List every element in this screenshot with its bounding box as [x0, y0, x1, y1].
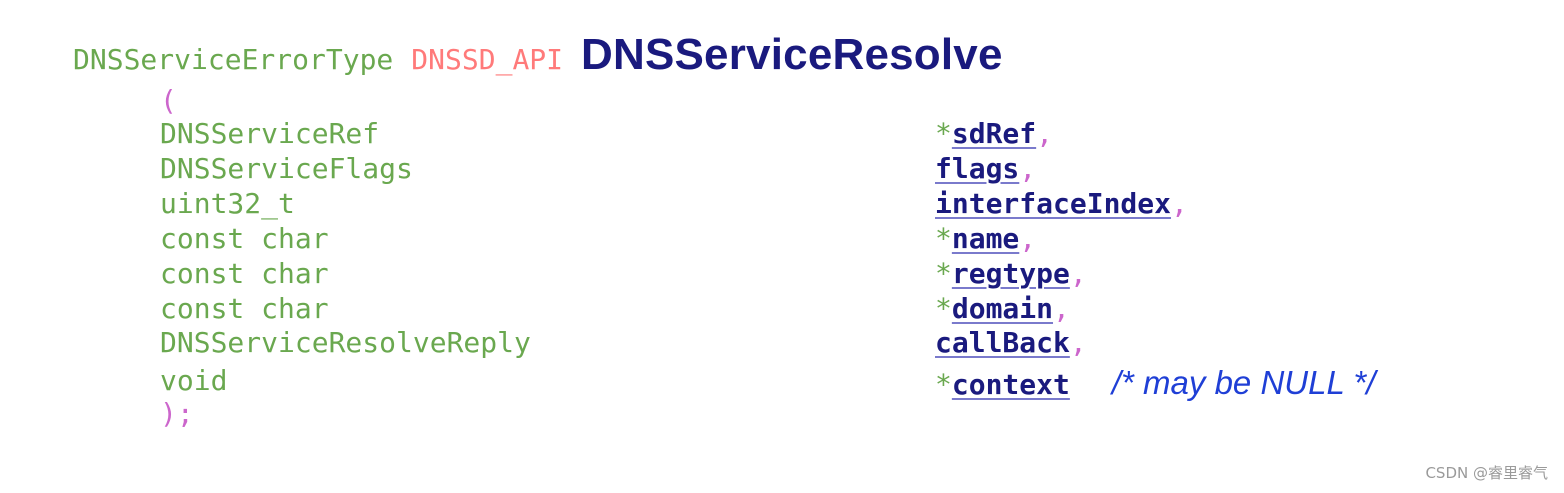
param-row: DNSServiceRef *sdRef, — [0, 117, 1564, 151]
param-separator: , — [1171, 187, 1188, 220]
param-separator: , — [1069, 257, 1087, 290]
param-name-link[interactable]: callBack — [935, 326, 1070, 359]
pointer-star: * — [935, 222, 952, 255]
param-separator: , — [1019, 152, 1037, 185]
pointer-star: * — [935, 368, 952, 401]
return-type: DNSServiceErrorType — [73, 43, 394, 76]
pointer-star: * — [935, 117, 952, 150]
param-name-link[interactable]: domain — [951, 292, 1054, 325]
param-type: DNSServiceFlags — [160, 152, 413, 185]
param-row: const char *name, — [0, 222, 1564, 256]
param-decl: *regtype, — [935, 257, 1087, 290]
param-type: DNSServiceResolveReply — [160, 326, 531, 359]
param-separator: , — [1036, 117, 1054, 150]
close-paren: ); — [160, 397, 194, 430]
param-name-link[interactable]: interfaceIndex — [935, 187, 1172, 220]
param-decl: *context /* may be NULL */ — [935, 364, 1375, 402]
param-decl: *domain, — [935, 292, 1070, 325]
pointer-star: * — [935, 257, 952, 290]
param-row: const char *regtype, — [0, 257, 1564, 291]
param-row: DNSServiceResolveReply callBack, — [0, 326, 1564, 360]
param-type: uint32_t — [160, 187, 295, 220]
param-name-link[interactable]: sdRef — [951, 117, 1037, 150]
param-name-link[interactable]: context — [951, 368, 1070, 401]
param-decl: *name, — [935, 222, 1036, 255]
pointer-star: * — [935, 292, 952, 325]
function-name: DNSServiceResolve — [581, 30, 1003, 79]
param-decl: interfaceIndex, — [935, 187, 1188, 220]
watermark: CSDN @睿里睿气 — [1425, 464, 1548, 482]
param-type: const char — [160, 222, 329, 255]
param-row: const char *domain, — [0, 292, 1564, 326]
param-separator: , — [1019, 222, 1037, 255]
param-decl: *sdRef, — [935, 117, 1053, 150]
param-type: const char — [160, 292, 329, 325]
param-type: void — [160, 364, 228, 397]
param-decl: flags, — [935, 152, 1036, 185]
param-decl: callBack, — [935, 326, 1087, 359]
param-row: void *context /* may be NULL */ — [0, 364, 1564, 401]
param-separator: , — [1069, 326, 1087, 359]
param-type: DNSServiceRef — [160, 117, 380, 150]
open-paren: ( — [160, 84, 177, 117]
param-type: const char — [160, 257, 329, 290]
function-signature: DNSServiceErrorType DNSSD_API DNSServiceRe… — [73, 30, 1003, 80]
param-row: uint32_t interfaceIndex, — [0, 187, 1564, 221]
param-separator: , — [1053, 292, 1070, 325]
inline-comment: /* may be NULL */ — [1111, 364, 1376, 401]
param-row: DNSServiceFlags flags, — [0, 152, 1564, 186]
param-name-link[interactable]: regtype — [951, 257, 1070, 290]
param-name-link[interactable]: name — [951, 222, 1020, 255]
api-macro: DNSSD_API — [411, 43, 564, 76]
param-name-link[interactable]: flags — [935, 152, 1020, 185]
